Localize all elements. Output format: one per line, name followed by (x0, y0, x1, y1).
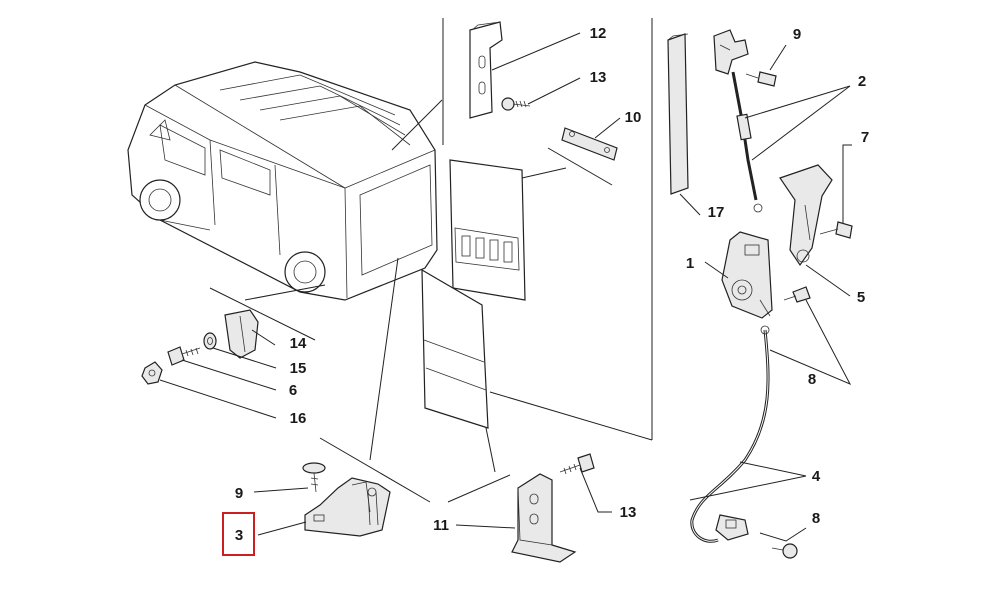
callout-10: 10 (625, 109, 642, 126)
part-8-screw-upper (783, 286, 811, 303)
leader-4a (739, 461, 807, 477)
bracket-14 (209, 287, 316, 341)
part-13-bolt-lower (559, 453, 595, 475)
part-15-washer (203, 332, 217, 350)
leader-12 (491, 32, 581, 71)
part-17-seal-strip (667, 33, 689, 195)
leader-8b (759, 527, 807, 542)
leader-3 (257, 521, 307, 536)
callout-9: 9 (793, 26, 801, 43)
callout-1: 1 (686, 255, 694, 272)
part-9-screw-upper (745, 71, 777, 87)
callout-6: 6 (289, 382, 297, 399)
callout-3-highlight-box (222, 512, 255, 556)
part-16-nut (141, 361, 163, 385)
bracket-10 (547, 147, 613, 186)
leader-11 (455, 524, 516, 529)
callout-2: 2 (858, 73, 866, 90)
part-3-latch-plate (304, 477, 391, 537)
callout-17: 17 (708, 204, 725, 221)
bracket-11b (485, 427, 496, 473)
leader-4b (689, 475, 807, 501)
part-6-bolt (167, 346, 201, 366)
part-1-door-lock (721, 231, 773, 319)
part-12-hinge-bracket (469, 21, 503, 119)
callout-9: 9 (235, 485, 243, 502)
leader-14 (251, 329, 276, 346)
callout-8: 8 (812, 510, 820, 527)
rear-door-lower (421, 268, 489, 429)
bracket-door-right (489, 391, 653, 441)
leader-6 (181, 359, 277, 391)
callout-8: 8 (808, 371, 816, 388)
leader-15 (212, 347, 277, 369)
part-4-cable-lower (690, 325, 770, 543)
leader-17 (679, 193, 701, 216)
part-10-plate (561, 127, 618, 161)
part-2-cable-assembly (713, 29, 763, 213)
callout-15: 15 (290, 360, 307, 377)
callout-13: 13 (590, 69, 607, 86)
part-11-l-bracket (511, 473, 577, 563)
bracket-3 (319, 437, 431, 503)
leader-7 (842, 144, 852, 224)
callout-16: 16 (290, 410, 307, 427)
part-9-screw-lower (302, 462, 326, 493)
leader-2b (751, 85, 851, 161)
callout-7: 7 (861, 129, 869, 146)
leader-1 (704, 261, 729, 279)
part-13-screw-upper (501, 97, 531, 111)
leader-5 (805, 264, 851, 297)
callout-4: 4 (812, 468, 821, 485)
leader-van-door (391, 99, 443, 151)
part-8-screw-lower (771, 543, 798, 559)
leader-9b (253, 487, 309, 493)
bracket-11 (447, 474, 511, 503)
callout-5: 5 (857, 289, 865, 306)
leader-8a (769, 299, 852, 386)
leader-van-lock (369, 257, 399, 461)
callout-3: 3 (235, 527, 243, 544)
part-14-bumper-block (224, 309, 259, 359)
callout-12: 12 (590, 25, 607, 42)
leader-door-bracket (521, 167, 567, 179)
leader-van-bumper (244, 284, 326, 301)
part-5-door-handle (779, 164, 833, 267)
van-illustration (127, 61, 438, 301)
callout-13: 13 (620, 504, 637, 521)
leader-13b (579, 467, 612, 513)
part-7-screw (819, 221, 853, 239)
leader-13a (527, 77, 581, 105)
callout-14: 14 (290, 335, 307, 352)
rear-door-upper (449, 159, 526, 301)
leader-16 (159, 379, 277, 419)
leader-9a (769, 44, 787, 71)
leader-10 (594, 117, 621, 139)
callout-11: 11 (433, 517, 449, 534)
leader-2a (744, 85, 851, 119)
